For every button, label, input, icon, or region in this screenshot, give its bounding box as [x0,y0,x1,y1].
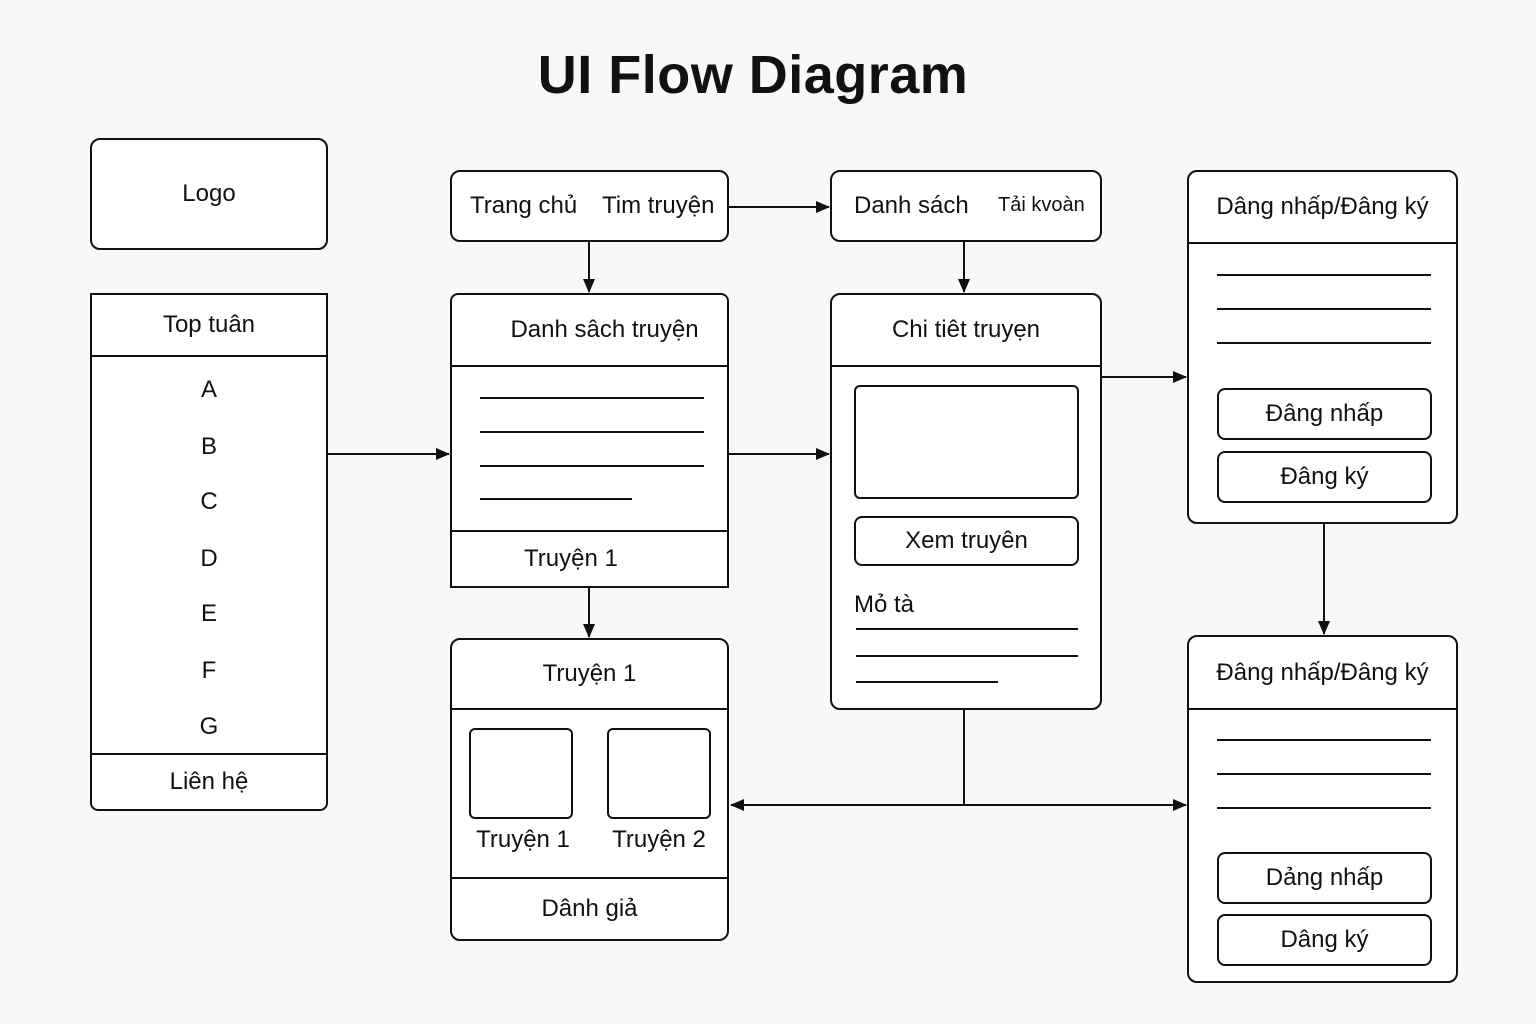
rating-label: Dânh giả [541,895,638,922]
text-line [480,498,632,500]
text-line [1217,274,1431,276]
story-page-title: Truyện 1 [542,660,637,687]
register-button[interactable]: Đâng ký [1217,451,1432,503]
account-nav-box: Danh sách Tải kvoàn [830,170,1102,242]
auth-bottom-title: Đâng nhấp/Đâng ký [1216,658,1429,686]
register-button-label: Dâng ký [1280,926,1369,953]
login-button-label: Đâng nhấp [1265,400,1384,427]
nav-home[interactable]: Trang chủ [470,192,578,219]
rating-section[interactable]: Dânh giả [452,877,727,939]
text-line [856,628,1078,630]
story-list-header: Danh sâch truyện [452,295,727,367]
story-list-item-label: Truyện 1 [524,545,618,572]
text-line [1217,308,1431,310]
nav-search[interactable]: Tim truyện [602,192,715,219]
story-detail-panel: Chi tiêt truyẹn Xem truyên Mỏ tà [830,293,1102,710]
nav-list[interactable]: Danh sách [854,192,969,219]
story-thumbnail[interactable] [607,728,711,819]
top-week-item[interactable]: B [200,433,217,460]
login-button-label: Dảng nhấp [1265,864,1384,891]
auth-top-title: Dâng nhấp/Đâng ký [1216,193,1429,220]
text-line [480,397,704,399]
story-list-panel: Danh sâch truyện Truyện 1 [450,293,729,588]
story-page-header: Truyện 1 [452,640,727,710]
top-week-item[interactable]: D [200,545,218,572]
top-week-item[interactable]: A [200,376,217,403]
auth-bottom-panel: Đâng nhấp/Đâng ký Dảng nhấp Dâng ký [1187,635,1458,983]
text-line [1217,739,1431,741]
auth-bottom-header: Đâng nhấp/Đâng ký [1189,637,1456,710]
contact-link[interactable]: Liên hệ [92,753,326,809]
logo-label: Logo [182,180,236,207]
top-week-item[interactable]: F [201,657,217,684]
description-label: Mỏ tà [854,591,915,618]
logo-box[interactable]: Logo [90,138,328,250]
main-nav-box: Trang chủ Tim truyện [450,170,729,242]
text-line [856,681,998,683]
auth-top-panel: Dâng nhấp/Đâng ký Đâng nhấp Đâng ký [1187,170,1458,524]
cover-image-placeholder [854,385,1079,499]
contact-label: Liên hệ [169,768,249,795]
story-item-label[interactable]: Truyện 2 [612,826,706,853]
story-detail-title: Chi tiêt truyẹn [891,316,1041,343]
text-line [480,465,704,467]
auth-top-header: Dâng nhấp/Đâng ký [1189,172,1456,244]
page-title: UI Flow Diagram [537,45,969,105]
top-week-title: Top tuân [162,311,256,338]
story-list-title: Danh sâch truyện [510,316,699,343]
story-detail-header: Chi tiêt truyẹn [832,295,1100,367]
text-line [1217,773,1431,775]
read-story-button[interactable]: Xem truyên [854,516,1079,566]
register-button-label: Đâng ký [1280,463,1369,490]
read-story-label: Xem truyên [905,527,1028,554]
text-line [1217,807,1431,809]
login-button[interactable]: Đâng nhấp [1217,388,1432,440]
top-week-header: Top tuân [92,295,326,357]
story-page-panel: Truyện 1 Truyện 1 Truyện 2 Dânh giả [450,638,729,941]
top-week-panel: Top tuân A B C D E F G Liên hệ [90,293,328,811]
story-list-item[interactable]: Truyện 1 [452,530,727,586]
login-button[interactable]: Dảng nhấp [1217,852,1432,904]
story-item-label[interactable]: Truyện 1 [476,826,570,853]
register-button[interactable]: Dâng ký [1217,914,1432,966]
story-thumbnail[interactable] [469,728,573,819]
nav-account[interactable]: Tải kvoàn [998,194,1085,216]
text-line [480,431,704,433]
top-week-item[interactable]: C [200,488,218,515]
text-line [1217,342,1431,344]
top-week-item[interactable]: E [200,600,217,627]
top-week-item[interactable]: G [199,713,219,740]
text-line [856,655,1078,657]
